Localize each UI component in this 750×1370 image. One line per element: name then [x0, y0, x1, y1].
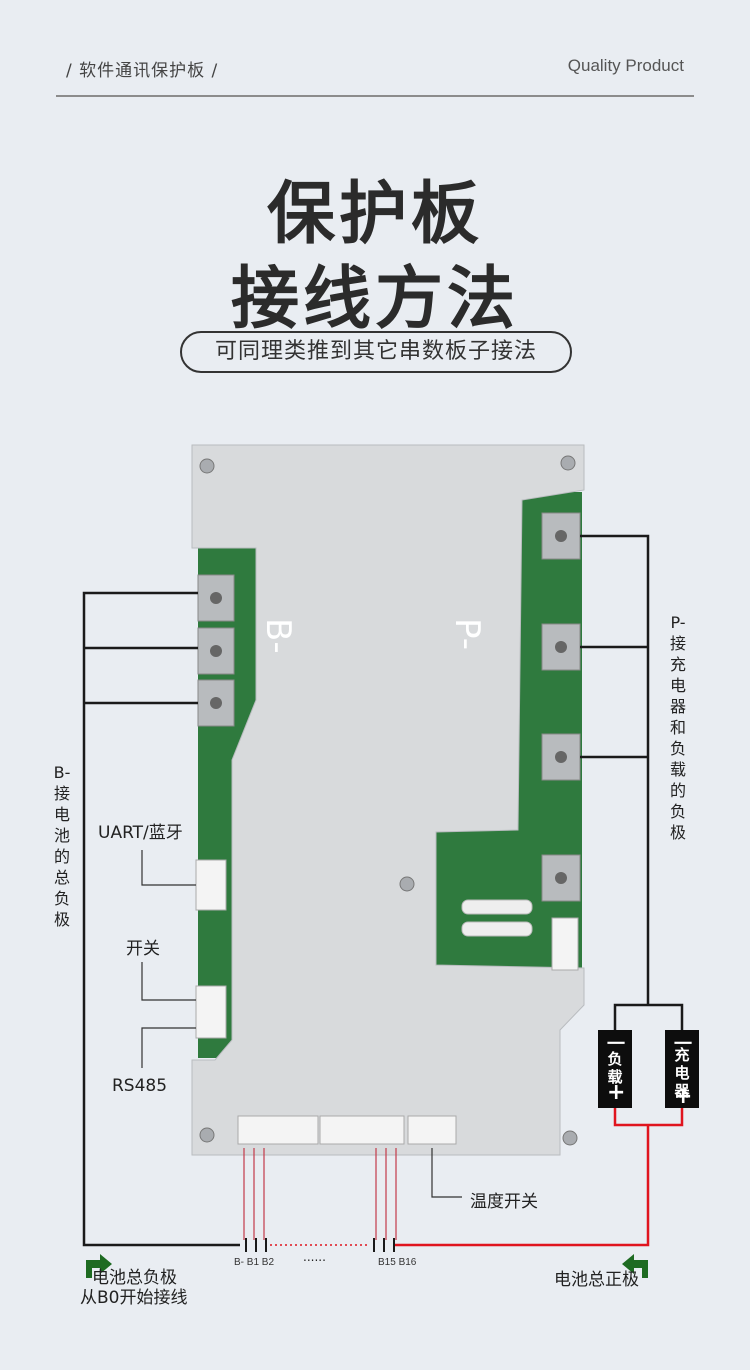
- positive-wire: [395, 1108, 684, 1247]
- charger-minus-sign: 一: [674, 1034, 692, 1055]
- resistor: [461, 921, 533, 937]
- uart-label: UART/蓝牙: [98, 823, 183, 843]
- b-minus-wire: [82, 591, 240, 1247]
- temp-connector: [407, 1115, 457, 1145]
- load-plus-sign: +: [607, 1080, 626, 1105]
- resistor: [461, 899, 533, 915]
- charger-box: [665, 1030, 699, 1108]
- neg-start-line1: 电池总负极: [92, 1268, 177, 1288]
- balance-connector-2: [319, 1115, 405, 1145]
- temp-switch-label: 温度开关: [470, 1192, 538, 1212]
- board-p-minus-label: P-: [447, 618, 487, 651]
- header-divider: [56, 95, 694, 97]
- main-title-line1: 保护板: [266, 175, 483, 254]
- b-minus-terminals: [197, 574, 235, 727]
- heatsink-plate: [191, 444, 585, 1156]
- charger-box-label: 充电器: [674, 1046, 690, 1100]
- switch-label: 开关: [126, 939, 160, 959]
- load-box-label: 负载: [607, 1050, 623, 1086]
- p-minus-vertical-label: P-接充电器和负载的负极: [669, 613, 686, 842]
- pos-total-label: 电池总正极: [554, 1270, 639, 1290]
- cell-labels-right: B15 B16: [378, 1257, 417, 1268]
- uart-connector: [195, 859, 227, 911]
- board-b-minus-label: B-: [258, 618, 298, 654]
- header-right-title: Quality Product: [567, 56, 684, 75]
- uart-leader: [141, 850, 196, 886]
- balance-connector-1: [237, 1115, 319, 1145]
- header-left-title: / 软件通讯保护板 /: [66, 61, 219, 81]
- switch-connector: [195, 985, 227, 1039]
- rs485-label: RS485: [112, 1076, 168, 1096]
- load-box: [598, 1030, 632, 1108]
- right-side-connector: [551, 917, 579, 971]
- p-minus-wire: [580, 534, 684, 1030]
- charger-plus-sign: +: [674, 1084, 693, 1109]
- cell-dots: ......: [303, 1250, 326, 1264]
- neg-start-line2: 从B0开始接线: [80, 1288, 188, 1308]
- subtitle-pill: 可同理类推到其它串数板子接法: [180, 331, 572, 373]
- load-minus-sign: 一: [607, 1034, 625, 1055]
- screw-icon: [199, 455, 578, 1146]
- cell-labels-left: B- B1 B2: [234, 1257, 275, 1268]
- switch-leader: [141, 962, 196, 1001]
- b-minus-vertical-label: B-接电池的总负极: [53, 763, 71, 929]
- arrow-icon: [622, 1254, 648, 1278]
- temp-leader: [431, 1148, 462, 1198]
- arrow-icon: [86, 1254, 112, 1278]
- balance-leads: [243, 1148, 397, 1240]
- main-title-line2: 接线方法: [230, 260, 519, 339]
- battery-cell-icons: [245, 1238, 395, 1252]
- rs485-leader: [141, 1027, 196, 1068]
